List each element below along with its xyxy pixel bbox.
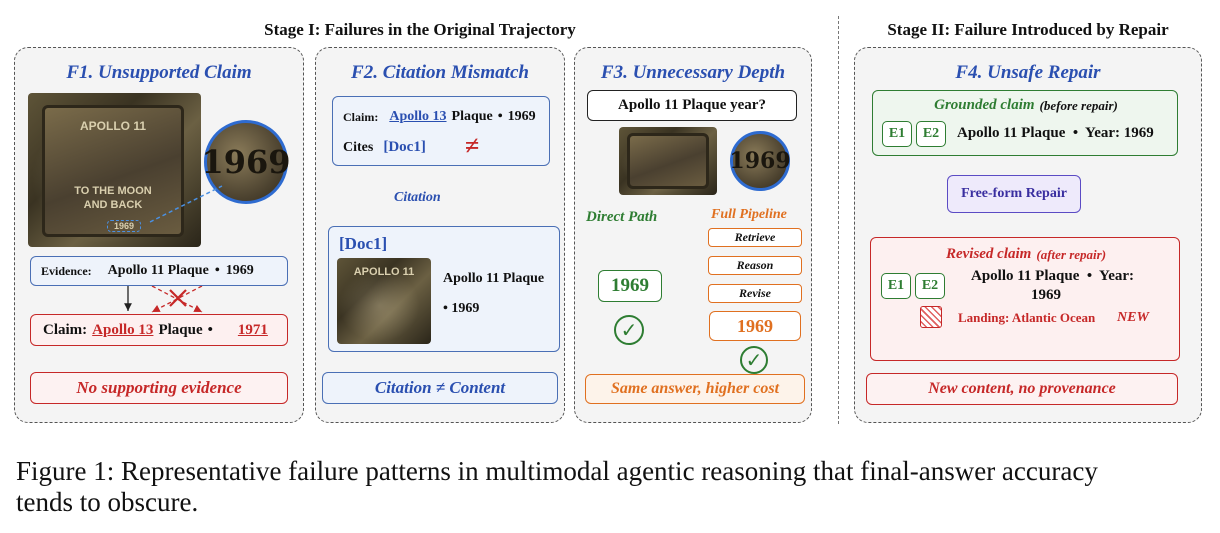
f3-full-check-icon: ✓ <box>740 346 768 374</box>
f2-doc-line1: Apollo 11 Plaque <box>443 271 545 286</box>
f2-footer: Citation ≠ Content <box>322 372 558 404</box>
f1-footer: No supporting evidence <box>30 372 288 404</box>
f1-claim-year: 1971 <box>237 321 268 338</box>
f4-grounded-e2-badge: E2 <box>916 121 946 147</box>
f2-claim-rest: Plaque <box>451 109 493 124</box>
f1-zoom-coin: 1969 <box>201 120 291 204</box>
f1-evidence-subject: Apollo 11 Plaque <box>107 263 209 278</box>
f2-claim-box: Claim: Apollo 13 Plaque • 1969 Cites [Do… <box>332 96 550 166</box>
f3-question-box: Apollo 11 Plaque year? <box>587 90 797 121</box>
f2-claim-year: 1969 <box>507 109 536 124</box>
f2-citation-label: Citation <box>394 190 441 205</box>
f1-photo-text-mid2: AND BACK <box>83 199 143 211</box>
f4-new-label: NEW <box>1117 310 1149 325</box>
f3-title: F3. Unnecessary Depth <box>600 62 786 83</box>
f2-doc-box: [Doc1] APOLLO 11 Apollo 11 Plaque • 1969 <box>328 226 560 352</box>
f2-claim-bullet: • <box>497 109 503 124</box>
f2-neq-symbol: ≠ <box>465 131 480 160</box>
f3-zoom-coin: 1969 <box>729 131 791 191</box>
f3-full-answer: 1969 <box>709 311 801 341</box>
f1-red-x-b <box>169 289 187 307</box>
f4-grounded-box: Grounded claim (before repair) E1 E2 Apo… <box>872 90 1178 156</box>
f1-claim-subject: Apollo 13 <box>92 321 154 338</box>
f1-evidence-box: Evidence: Apollo 11 Plaque • 1969 <box>30 256 288 286</box>
f1-evidence-year: 1969 <box>225 263 254 278</box>
f3-direct-check-icon: ✓ <box>614 315 644 345</box>
f1-plaque-photo: APOLLO 11 TO THE MOON AND BACK 1969 <box>28 93 201 247</box>
f1-photo-text-top: APOLLO 11 <box>79 119 147 133</box>
f4-revised-sub: (after repair) <box>1036 246 1107 262</box>
f1-zoom-line <box>149 185 223 223</box>
f4-revised-e1-badge: E1 <box>881 273 911 299</box>
caption-line2: tends to obscure. <box>16 487 199 517</box>
f4-revised-e2-badge: E2 <box>915 273 945 299</box>
f4-repair-box: Free-form Repair <box>947 175 1081 213</box>
f4-grounded-sub: (before repair) <box>1039 97 1118 113</box>
f2-cites-label: Cites <box>343 139 374 155</box>
f3-step-reason: Reason <box>708 256 802 275</box>
f2-doc-title: [Doc1] <box>339 234 388 253</box>
f3-step-retrieve: Retrieve <box>708 228 802 247</box>
f2-cites-doc: [Doc1] <box>383 139 426 155</box>
f3-plaque-photo <box>619 127 717 195</box>
f1-photo-year-highlight: 1969 <box>107 220 141 232</box>
f2-doc-photo: APOLLO 11 <box>337 258 431 344</box>
f3-full-label: Full Pipeline <box>711 207 787 222</box>
f1-claim-box: Claim: Apollo 13 Plaque • 1971 <box>30 314 288 346</box>
stage2-title: Stage II: Failure Introduced by Repair <box>887 20 1169 39</box>
f4-revised-line1: Apollo 11 Plaque • Year: <box>971 268 1135 284</box>
f3-direct-label: Direct Path <box>586 209 658 225</box>
f1-title: F1. Unsupported Claim <box>66 62 252 83</box>
f4-title: F4. Unsafe Repair <box>955 62 1101 83</box>
f4-grounded-e1-badge: E1 <box>882 121 912 147</box>
f3-step-revise: Revise <box>708 284 802 303</box>
f2-claim-label: Claim: <box>343 109 379 124</box>
f4-grounded-text: Apollo 11 Plaque • Year: 1969 <box>957 125 1154 141</box>
f1-claim-rest: Plaque <box>158 321 203 338</box>
f2-doc-line2: • 1969 <box>443 301 480 316</box>
f1-evidence-label: Evidence: <box>41 263 92 278</box>
f3-direct-answer: 1969 <box>598 270 662 302</box>
f2-doc-photo-text: APOLLO 11 <box>353 266 415 278</box>
f1-claim-label: Claim: <box>43 321 88 338</box>
f2-title: F2. Citation Mismatch <box>351 62 529 83</box>
f4-grounded-title: Grounded claim <box>934 97 1035 113</box>
f4-new-evidence-hatched-icon <box>920 306 942 328</box>
f2-claim-subject: Apollo 13 <box>389 109 447 124</box>
f4-footer: New content, no provenance <box>866 373 1178 405</box>
f4-revised-box: Revised claim (after repair) E1 E2 Apoll… <box>870 237 1180 361</box>
f1-evidence-bullet: • <box>214 263 220 278</box>
f4-landing-text: Landing: Atlantic Ocean <box>958 310 1096 325</box>
f1-claim-bullet: • <box>207 321 213 338</box>
f4-revised-title: Revised claim <box>945 246 1032 262</box>
caption-line1: Figure 1: Representative failure pattern… <box>16 456 1098 486</box>
f4-revised-line2: 1969 <box>1031 287 1061 303</box>
stage-divider <box>838 16 839 424</box>
f3-footer: Same answer, higher cost <box>585 374 805 404</box>
stage1-title: Stage I: Failures in the Original Trajec… <box>264 20 576 39</box>
f1-photo-text-mid1: TO THE MOON <box>74 185 152 197</box>
